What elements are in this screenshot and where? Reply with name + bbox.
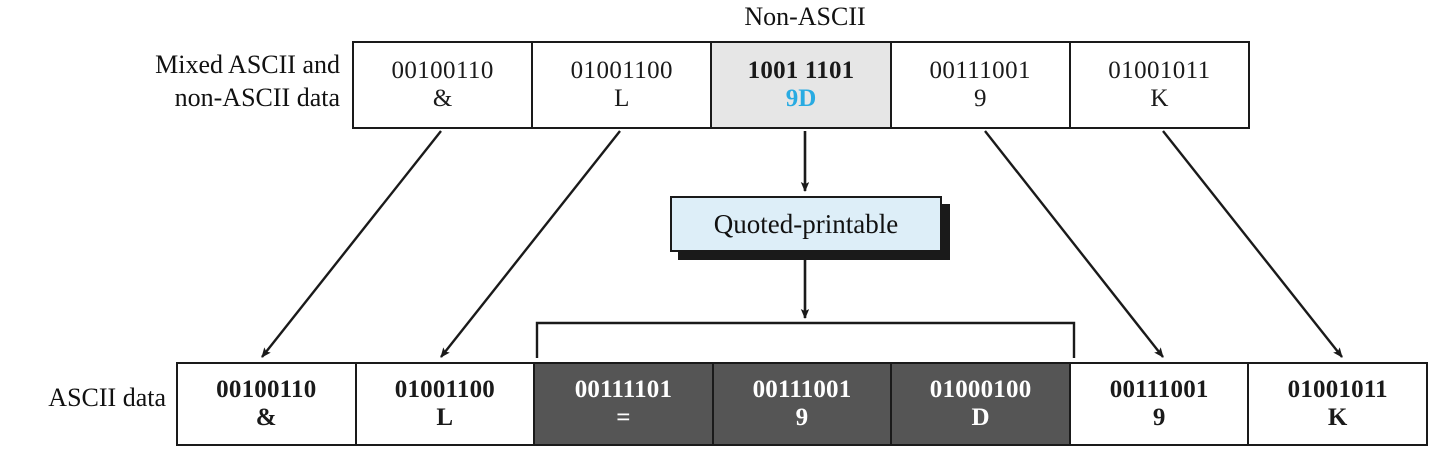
ascii-data-byte-strip: 00100110 & 01001100 L 00111101 = 0011100… <box>176 362 1428 446</box>
mixed-data-byte-strip: 00100110 & 01001100 L 1001 1101 9D 00111… <box>352 41 1250 129</box>
arrow-cell2 <box>440 130 621 358</box>
arrow-cell4 <box>984 130 1164 358</box>
process-box-label: Quoted-printable <box>713 208 899 239</box>
byte-cell: 00100110 & <box>354 43 534 127</box>
byte-bits: 00111001 <box>929 56 1031 84</box>
encoded-span-bracket <box>535 321 1076 358</box>
quoted-printable-process-box: Quoted-printable <box>670 196 942 252</box>
byte-bits: 00100110 <box>216 375 317 403</box>
byte-bits: 00111001 <box>1109 375 1209 403</box>
arrow-cell1 <box>261 130 442 358</box>
arrow-cell5 <box>1162 130 1343 358</box>
byte-bits: 01001011 <box>1108 56 1211 84</box>
byte-glyph: K <box>1327 404 1348 431</box>
byte-bits: 01000100 <box>929 375 1032 403</box>
byte-cell: 01001100 L <box>356 364 536 444</box>
byte-glyph: K <box>1150 85 1169 112</box>
byte-cell: 00111001 9 <box>1070 364 1250 444</box>
byte-cell-encoded: 00111101 = <box>535 364 714 444</box>
byte-glyph: L <box>436 404 454 431</box>
byte-bits: 00100110 <box>391 56 494 84</box>
byte-cell-non-ascii: 1001 1101 9D <box>712 43 892 127</box>
byte-glyph: 9 <box>795 404 809 431</box>
byte-cell-encoded: 00111001 9 <box>713 364 893 444</box>
byte-cell: 00100110 & <box>178 364 357 444</box>
mixed-data-label: Mixed ASCII and non-ASCII data <box>155 50 340 113</box>
byte-glyph: D <box>971 404 990 431</box>
byte-bits: 00111101 <box>574 375 673 403</box>
byte-cell-encoded: 01000100 D <box>892 364 1071 444</box>
byte-cell: 01001011 K <box>1070 43 1249 127</box>
byte-glyph: 9 <box>1152 404 1166 431</box>
non-ascii-callout-label: Non-ASCII <box>744 2 866 31</box>
byte-glyph: L <box>614 85 630 112</box>
byte-glyph: 9 <box>973 85 987 112</box>
byte-cell: 01001100 L <box>533 43 713 127</box>
byte-bits: 00111001 <box>752 375 852 403</box>
byte-glyph: & <box>255 404 277 431</box>
byte-bits: 01001100 <box>570 56 673 84</box>
byte-cell: 01001011 K <box>1249 364 1427 444</box>
byte-glyph: & <box>432 85 453 112</box>
ascii-data-label: ASCII data <box>48 383 166 412</box>
byte-bits: 01001100 <box>394 375 495 403</box>
byte-bits: 01001011 <box>1287 375 1388 403</box>
byte-glyph-hex: 9D <box>785 85 817 112</box>
byte-glyph: = <box>616 404 631 431</box>
byte-cell: 00111001 9 <box>891 43 1071 127</box>
byte-bits: 1001 1101 <box>747 56 855 84</box>
